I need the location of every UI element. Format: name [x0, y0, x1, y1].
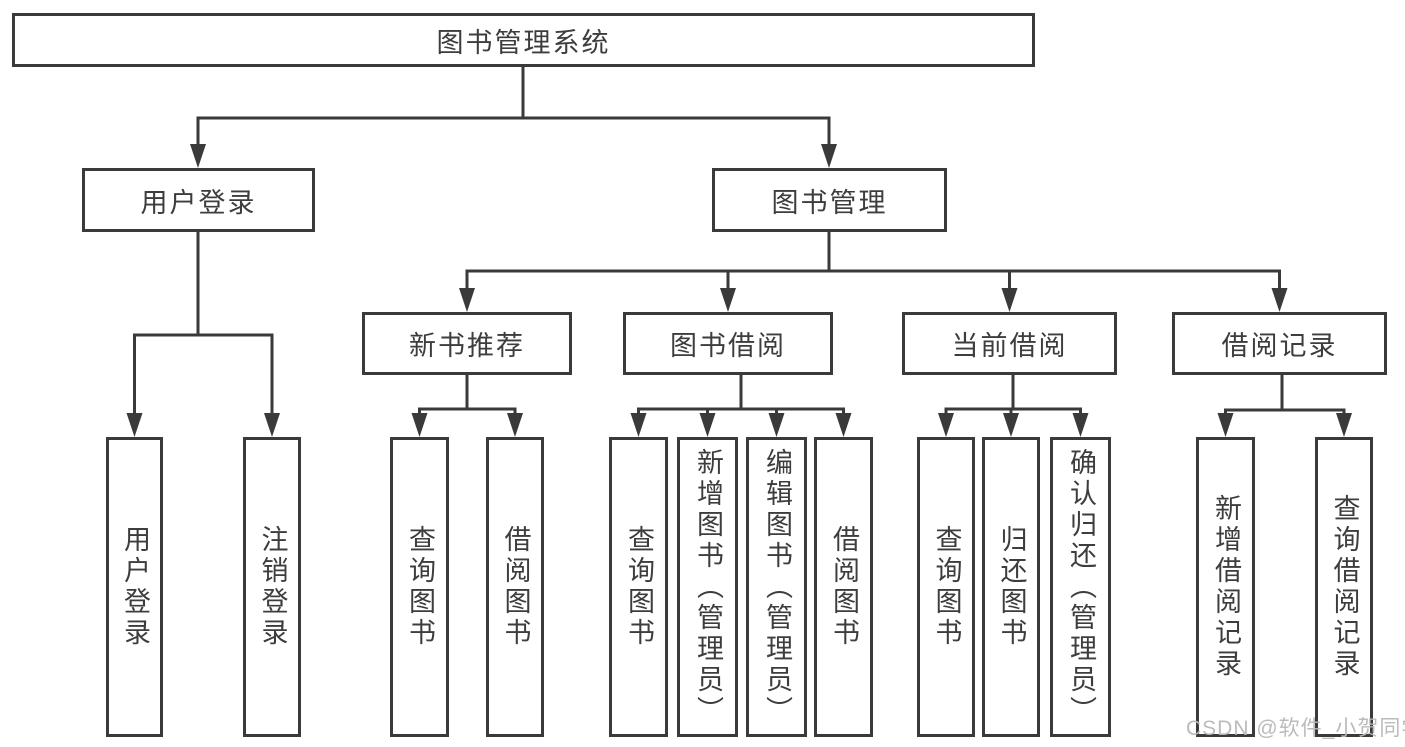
node-user-login-leaf: 用户登录	[106, 437, 163, 737]
node-cb-query-books: 查询图书	[917, 437, 975, 737]
node-label: 新书推荐	[409, 331, 525, 361]
arrowhead	[699, 413, 716, 437]
arrowhead	[835, 413, 852, 437]
node-label: 当前借阅	[951, 331, 1068, 361]
node-bb-add-books-admin: 新增图书（管理员）	[677, 437, 738, 737]
node-new-book-recommendation: 新书推荐	[362, 312, 572, 375]
node-nb-borrow-books: 借阅图书	[486, 437, 544, 737]
node-library-system: 图书管理系统	[12, 13, 1035, 67]
arrowhead	[507, 413, 523, 437]
node-bb-edit-books-admin: 编辑图书（管理员）	[746, 437, 807, 737]
node-nb-query-books: 查询图书	[390, 437, 449, 737]
arrowhead	[1003, 413, 1019, 437]
node-label: 查询图书	[931, 525, 962, 649]
node-br-add-record: 新增借阅记录	[1196, 437, 1255, 737]
node-br-query-record: 查询借阅记录	[1315, 437, 1373, 737]
node-label: 确认归还（管理员）	[1066, 447, 1096, 727]
arrowhead	[768, 413, 785, 437]
node-label: 注销登录	[257, 525, 288, 649]
node-label: 查询图书	[405, 525, 435, 649]
node-book-management: 图书管理	[712, 168, 947, 232]
arrowhead	[1336, 413, 1352, 437]
arrowhead	[938, 413, 954, 437]
node-label: 图书借阅	[670, 331, 786, 361]
node-label: 新增借阅记录	[1211, 494, 1241, 680]
node-bb-borrow-books: 借阅图书	[814, 437, 873, 737]
node-label: 借阅图书	[500, 525, 531, 649]
arrowhead	[1072, 413, 1089, 437]
arrowhead	[126, 413, 143, 437]
node-label: 编辑图书（管理员）	[762, 447, 792, 727]
node-label: 用户登录	[120, 525, 150, 649]
node-label: 借阅记录	[1221, 331, 1338, 361]
watermark: CSDN @软件_小贺同学	[1186, 717, 1405, 740]
arrowhead	[411, 413, 428, 437]
arrowhead	[1001, 288, 1018, 312]
arrowhead	[821, 144, 837, 168]
node-label: 归还图书	[996, 525, 1027, 649]
node-bb-query-books: 查询图书	[609, 437, 668, 737]
node-label: 用户登录	[140, 187, 257, 218]
node-logout: 注销登录	[243, 437, 301, 737]
arrowhead	[1271, 288, 1288, 312]
node-label: 查询图书	[624, 525, 654, 649]
arrowhead	[264, 413, 280, 437]
arrowhead	[459, 288, 475, 312]
arrowhead	[720, 288, 736, 312]
node-label: 借阅图书	[829, 525, 859, 649]
node-cb-confirm-return-admin: 确认归还（管理员）	[1050, 437, 1111, 737]
arrowhead	[190, 144, 206, 168]
node-current-borrowing: 当前借阅	[902, 312, 1117, 375]
arrowhead	[630, 413, 647, 437]
node-book-borrowing: 图书借阅	[623, 312, 833, 375]
node-label: 图书管理系统	[436, 27, 611, 58]
node-cb-return-books: 归还图书	[982, 437, 1040, 737]
node-borrowing-records: 借阅记录	[1172, 312, 1387, 375]
arrowhead	[1217, 413, 1234, 437]
node-label: 新增图书（管理员）	[693, 447, 723, 727]
node-user-login: 用户登录	[82, 168, 315, 232]
node-label: 查询借阅记录	[1329, 494, 1360, 680]
node-label: 图书管理	[771, 187, 888, 218]
